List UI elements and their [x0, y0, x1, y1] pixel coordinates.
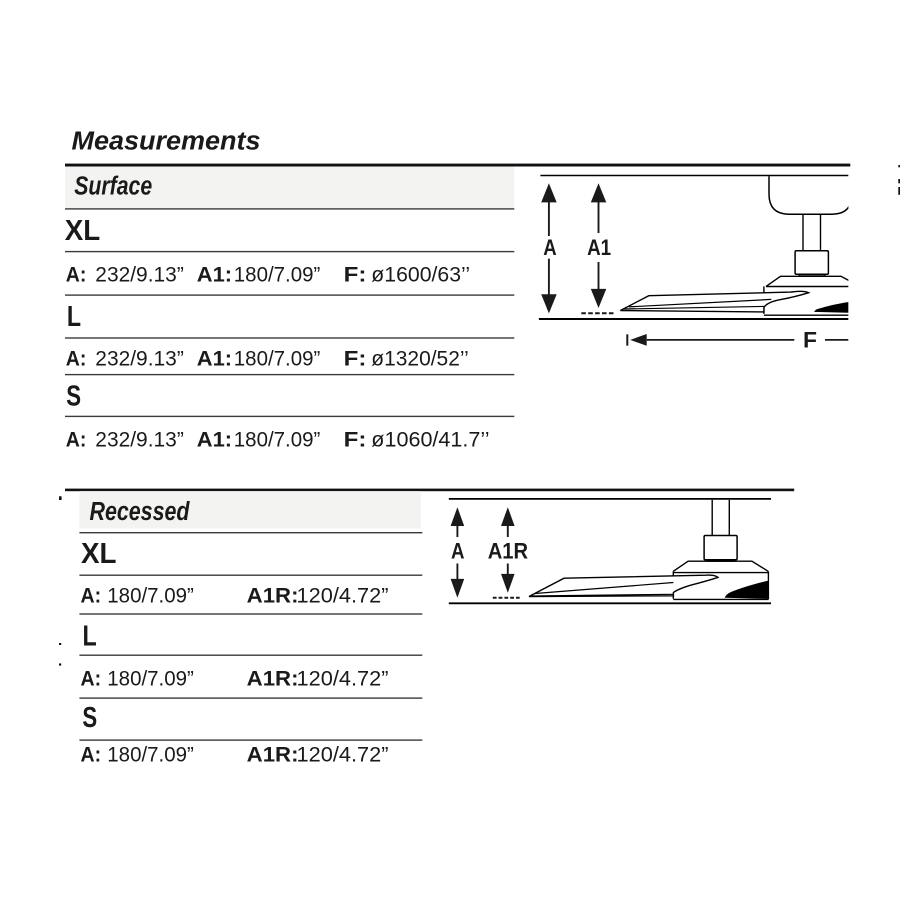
svg-text:A1R:: A1R: — [247, 667, 299, 691]
svg-text:L: L — [67, 301, 81, 333]
svg-text:XL: XL — [65, 215, 101, 247]
svg-text:A:: A: — [81, 667, 102, 691]
svg-text:S: S — [82, 702, 97, 734]
svg-text:ø1600/63’’: ø1600/63’’ — [371, 263, 470, 287]
svg-text:A1R: A1R — [488, 538, 528, 563]
svg-text:180/7.09”: 180/7.09” — [234, 347, 320, 371]
svg-text:180/7.09”: 180/7.09” — [107, 667, 194, 691]
svg-text:232/9.13”: 232/9.13” — [95, 263, 184, 287]
svg-text:A: A — [451, 538, 465, 563]
svg-text:A:: A: — [81, 743, 102, 767]
svg-text:A1R:: A1R: — [247, 743, 299, 767]
svg-text:180/7.09”: 180/7.09” — [234, 263, 320, 287]
svg-text:A1R:: A1R: — [247, 584, 299, 608]
svg-text:ø1060/41.7’’: ø1060/41.7’’ — [371, 428, 489, 452]
svg-text:F: F — [803, 328, 817, 353]
svg-text:120/4.72”: 120/4.72” — [297, 667, 389, 691]
svg-text:Measurements: Measurements — [72, 127, 261, 155]
svg-text:120/4.72”: 120/4.72” — [297, 584, 389, 608]
svg-text:Surface: Surface — [74, 173, 152, 201]
svg-text:A1:: A1: — [197, 428, 232, 452]
svg-text:232/9.13”: 232/9.13” — [95, 347, 184, 371]
svg-text:120/4.72”: 120/4.72” — [297, 743, 389, 767]
svg-text:A1: A1 — [587, 235, 611, 260]
svg-text:180/7.09”: 180/7.09” — [234, 428, 320, 452]
svg-text:ø1320/52’’: ø1320/52’’ — [371, 347, 469, 371]
svg-text:A: A — [543, 235, 556, 260]
svg-text:XL: XL — [81, 538, 117, 570]
svg-text:L: L — [83, 621, 97, 653]
svg-text:S: S — [66, 380, 81, 412]
svg-text:A1:: A1: — [197, 263, 232, 287]
svg-text:232/9.13”: 232/9.13” — [95, 428, 184, 452]
svg-text:F:: F: — [344, 347, 367, 371]
svg-text:A:: A: — [66, 263, 87, 287]
svg-text:A1:: A1: — [197, 347, 232, 371]
svg-text:F:: F: — [344, 263, 367, 287]
svg-text:180/7.09”: 180/7.09” — [107, 743, 194, 767]
svg-text:A:: A: — [66, 347, 87, 371]
svg-text:F:: F: — [344, 428, 367, 452]
svg-text:A:: A: — [81, 584, 102, 608]
svg-text:180/7.09”: 180/7.09” — [107, 584, 194, 608]
svg-text:A:: A: — [66, 428, 87, 452]
svg-text:Recessed: Recessed — [90, 498, 191, 526]
